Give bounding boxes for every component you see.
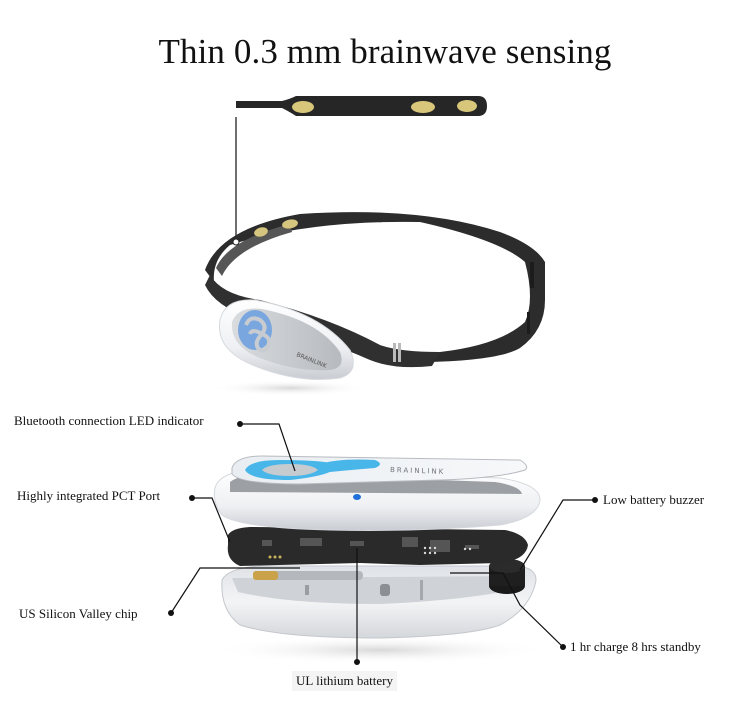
svg-text:BRAINLINK: BRAINLINK bbox=[390, 466, 446, 476]
callout-pct-port: Highly integrated PCT Port bbox=[17, 488, 161, 503]
sensor-strip bbox=[236, 96, 487, 116]
page-title: Thin 0.3 mm brainwave sensing bbox=[158, 32, 612, 71]
sensor-pad bbox=[411, 101, 435, 113]
headband-pod: BRAINLINK bbox=[210, 299, 370, 396]
callout-dots bbox=[168, 421, 598, 665]
callout-buzzer: Low battery buzzer bbox=[603, 492, 705, 507]
sensor-pad bbox=[457, 100, 477, 112]
exploded-pod: BRAINLINK bbox=[210, 455, 550, 664]
callout-battery: UL lithium battery bbox=[292, 671, 397, 691]
sensor-pad bbox=[292, 101, 314, 113]
callout-silicon-chip: US Silicon Valley chip bbox=[19, 606, 138, 621]
headband bbox=[205, 212, 545, 368]
led-indicator bbox=[353, 494, 361, 500]
callout-lines bbox=[170, 423, 595, 662]
callout-charge-standby: 1 hr charge 8 hrs standby bbox=[570, 639, 701, 654]
callout-bluetooth-led: Bluetooth connection LED indicator bbox=[14, 413, 204, 428]
battery bbox=[253, 571, 363, 580]
pcb bbox=[227, 527, 528, 566]
